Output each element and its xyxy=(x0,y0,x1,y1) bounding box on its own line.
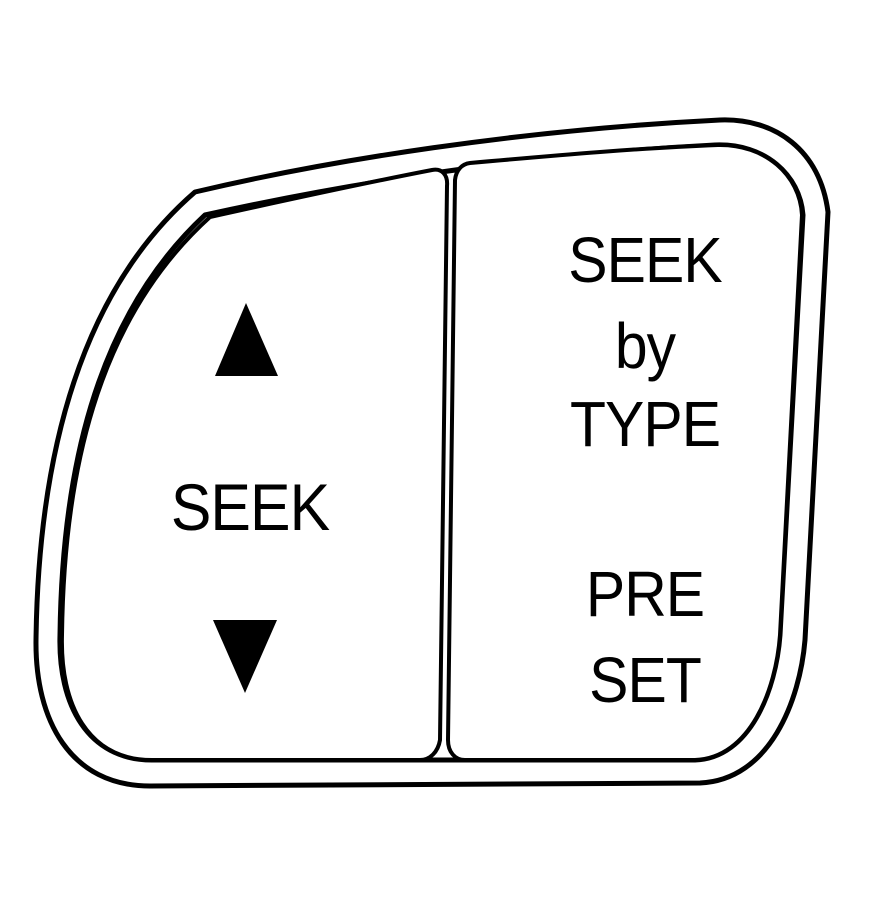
seek-label: SEEK xyxy=(170,470,330,544)
seek-by-type-preset-button[interactable] xyxy=(446,142,804,762)
seek-button[interactable] xyxy=(59,167,450,762)
seek-by-type-label-line3: TYPE xyxy=(569,388,721,460)
seek-by-type-label-line2: by xyxy=(614,310,676,382)
housing-outer-outline xyxy=(33,117,831,789)
preset-label-line1: PRE xyxy=(585,558,705,630)
seek-by-type-label-line1: SEEK xyxy=(568,224,722,296)
triangle-down-icon xyxy=(213,620,277,693)
preset-label-line2: SET xyxy=(589,644,702,716)
triangle-up-icon xyxy=(215,303,278,376)
